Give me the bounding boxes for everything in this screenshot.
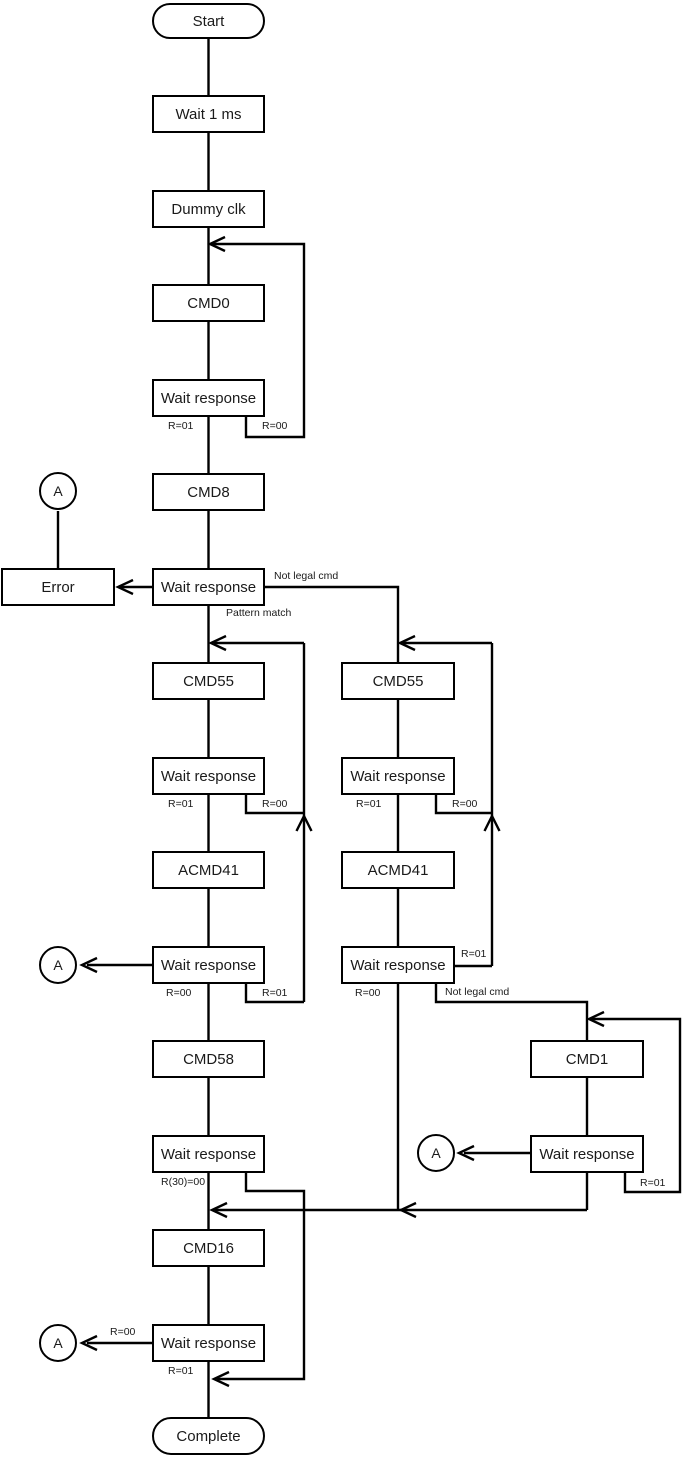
node-wait-response-acmd41-left: Wait response bbox=[152, 946, 265, 984]
edge-not-legal-cmd1-branch bbox=[434, 984, 589, 1210]
node-wait-response-cmd55-right: Wait response bbox=[341, 757, 455, 795]
edge-cmd0-retry-loop bbox=[212, 242, 306, 439]
node-wait-response-cmd58: Wait response bbox=[152, 1135, 265, 1173]
node-cmd55-right: CMD55 bbox=[341, 662, 455, 700]
edge-label-cmd58-r30: R(30)=00 bbox=[161, 1176, 206, 1188]
node-cmd8: CMD8 bbox=[152, 473, 265, 511]
edge-label-cmd1-r01: R=01 bbox=[640, 1177, 666, 1189]
node-complete: Complete bbox=[152, 1417, 265, 1455]
arrowhead-cmd16-entry bbox=[209, 1201, 228, 1219]
node-cmd58: CMD58 bbox=[152, 1040, 265, 1078]
connector-a-cmd1: A bbox=[417, 1134, 455, 1172]
node-acmd41-right: ACMD41 bbox=[341, 851, 455, 889]
arrowhead-bottom-merge bbox=[211, 1370, 230, 1388]
edge-label-cmd8-not-legal: Not legal cmd bbox=[274, 570, 339, 582]
arrowhead-error bbox=[115, 578, 134, 596]
connector-a-cmd16: A bbox=[39, 1324, 77, 1362]
edge-label-cmd55-right-r01: R=01 bbox=[356, 798, 382, 810]
node-wait-response-cmd16: Wait response bbox=[152, 1324, 265, 1362]
node-wait-response-acmd41-right: Wait response bbox=[341, 946, 455, 984]
arrowhead-right-loop-up bbox=[483, 813, 501, 832]
node-wait-response-cmd55-left: Wait response bbox=[152, 757, 265, 795]
connector-a-error: A bbox=[39, 472, 77, 510]
edge-label-cmd55-left-r01: R=01 bbox=[168, 798, 194, 810]
edge-cmd55-right-r00 bbox=[434, 795, 492, 815]
node-wait-1ms: Wait 1 ms bbox=[152, 95, 265, 133]
edge-label-cmd0-r01: R=01 bbox=[168, 420, 194, 432]
connector-a-acmd41-left: A bbox=[39, 946, 77, 984]
edge-not-legal-right-branch bbox=[265, 585, 400, 1210]
arrowhead-a3 bbox=[79, 1334, 98, 1352]
edge-label-cmd55-right-r00: R=00 bbox=[452, 798, 478, 810]
arrowhead-right-entry bbox=[397, 634, 416, 652]
arrowhead-left-entry bbox=[208, 634, 227, 652]
edge-cmd58-bypass bbox=[217, 1173, 306, 1381]
edge-label-cmd16-r01: R=01 bbox=[168, 1365, 194, 1377]
arrowhead-merge-mid bbox=[398, 1201, 417, 1219]
node-wait-response-cmd8: Wait response bbox=[152, 568, 265, 606]
edge-acmd41-left-r01 bbox=[244, 984, 304, 1004]
node-start: Start bbox=[152, 3, 265, 39]
edge-label-acmd41-left-r01: R=01 bbox=[262, 987, 288, 999]
node-error: Error bbox=[1, 568, 115, 606]
node-acmd41-left: ACMD41 bbox=[152, 851, 265, 889]
node-dummy-clk: Dummy clk bbox=[152, 190, 265, 228]
arrowhead-a4 bbox=[456, 1144, 475, 1162]
arrowhead-left-loop-up bbox=[295, 813, 313, 832]
edge-cmd55-left-r00 bbox=[244, 795, 304, 815]
arrowhead-cmd0-loop bbox=[207, 235, 226, 253]
node-cmd1: CMD1 bbox=[530, 1040, 644, 1078]
node-wait-response-cmd0: Wait response bbox=[152, 379, 265, 417]
node-wait-response-cmd1: Wait response bbox=[530, 1135, 644, 1173]
edge-label-acmd41-right-r01: R=01 bbox=[461, 948, 487, 960]
edge-label-cmd16-r00: R=00 bbox=[110, 1326, 136, 1338]
edge-label-acmd41-left-r00: R=00 bbox=[166, 987, 192, 999]
arrowhead-cmd1-loop bbox=[586, 1010, 605, 1028]
edge-label-cmd55-left-r00: R=00 bbox=[262, 798, 288, 810]
edge-cmd1-retry-loop bbox=[592, 1017, 682, 1194]
node-cmd55-left: CMD55 bbox=[152, 662, 265, 700]
arrowhead-a2 bbox=[79, 956, 98, 974]
edge-label-cmd0-r00: R=00 bbox=[262, 420, 288, 432]
node-cmd16: CMD16 bbox=[152, 1229, 265, 1267]
node-cmd0: CMD0 bbox=[152, 284, 265, 322]
edge-label-acmd41-right-not-legal: Not legal cmd bbox=[445, 986, 510, 998]
edge-label-acmd41-right-r00: R=00 bbox=[355, 987, 381, 999]
edge-label-cmd8-pattern-match: Pattern match bbox=[226, 607, 292, 619]
